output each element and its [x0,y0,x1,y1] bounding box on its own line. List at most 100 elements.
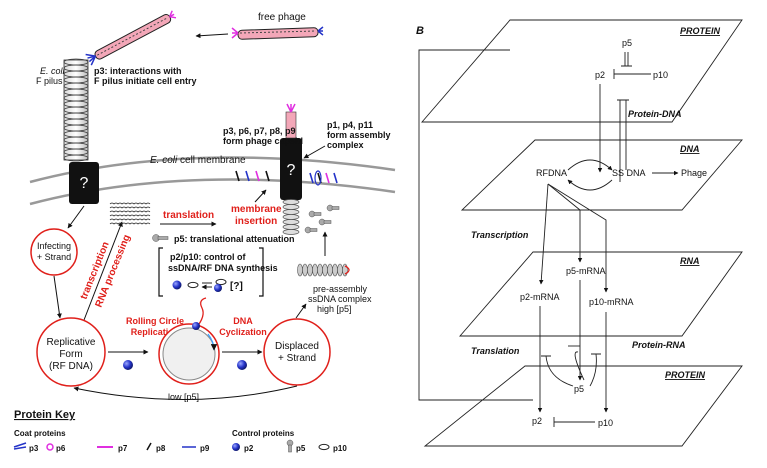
assembly-note-2: form assembly [327,130,391,140]
membrane-insertion-1: membrane [231,204,282,215]
key-p7: p7 [97,444,128,453]
rolling-circle-2: Replication [131,327,180,337]
coat-proteins-title: Coat proteins [14,429,66,438]
rfdna-label: RFDNA [536,168,567,178]
key-p6: p6 [46,443,66,453]
p10-bottom: p10 [598,418,613,428]
plane-protein-top [421,19,743,123]
protein-rna-label: Protein-RNA [632,340,686,350]
displaced-strand-circle [263,318,331,386]
p10-inhibits-p2-bottom [553,417,595,427]
p5-inhibit-top [621,52,632,67]
svg-text:p5: p5 [296,444,306,453]
p5-inhibit-ssdna [617,99,629,182]
svg-text:p10: p10 [333,444,347,453]
dna-cyclization-2: Cyclization [219,327,267,337]
svg-text:p6: p6 [56,444,66,453]
f-pilus-icon [63,58,89,162]
svg-text:p3: p3 [29,444,39,453]
key-p3: p3 [13,442,39,453]
p5-inhibit-p2mrna [541,355,574,387]
key-p9: p9 [182,444,210,453]
p10-inhibits-p2 [613,69,651,79]
rf-label-1: Replicative [47,337,96,348]
plane1-title: PROTEIN [680,26,721,36]
svg-text:p7: p7 [118,444,128,453]
entry-complex-icon [69,162,99,204]
arrow-free-to-bound [195,33,229,39]
svg-text:p2: p2 [244,444,254,453]
key-p5: p5 [286,439,306,453]
capsid-note-1: p3, p6, p7, p8, p9 [223,126,296,136]
rf-label-3: (RF DNA) [49,361,93,372]
arrow-assembly-note [303,145,326,159]
key-p8: p8 [146,442,166,453]
rolling-circle-1: Rolling Circle [126,316,184,326]
plane-rna [459,251,743,337]
dna-cyclization-1: DNA [233,316,253,326]
svg-text:p9: p9 [200,444,210,453]
p5-bottom: p5 [574,384,584,394]
p3-note-1: p3: interactions with [94,66,182,76]
arrow-infecting-to-rf [53,275,62,319]
protein-dna-label: Protein-DNA [628,109,682,119]
pilus-label-1: E. coli [40,66,66,76]
p10-top: p10 [653,70,668,80]
p2-ball-2 [237,360,247,370]
control-equilibrium-icon [172,278,227,292]
infecting-label-2: + Strand [37,252,71,262]
capsid-note-2: form phage capsid [223,136,303,146]
plane-dna [460,139,743,211]
preassembly-1: pre-assembly [313,284,368,294]
free-phage-label: free phage [258,12,306,23]
p2-bottom: p2 [532,416,542,426]
p10-mrna-label: p10-mRNA [589,297,634,307]
preassembly-3: high [p5] [317,304,352,314]
assembly-complex-icon: ? [280,103,302,235]
control-proteins-title: Control proteins [232,429,295,438]
rf-label-2: Form [59,349,82,360]
rolling-circle-icon [158,297,220,385]
key-p10: p10 [318,443,347,453]
translation-label: translation [163,210,214,221]
left-panel: free phage E. coli F pilus p3: interacti… [13,10,396,453]
mrna-squiggles [109,202,151,225]
p5-note: p5: translational attenuation [174,234,295,244]
rf-to-p2mrna [539,183,549,285]
plane2-title: DNA [680,144,700,154]
rf-to-p5mrna [547,183,583,263]
rf-to-p10mrna [547,183,609,293]
p2p10-note-1: p2/p10: control of [170,252,247,262]
p5-icon [152,234,169,242]
rf-to-ss-arc [567,159,613,171]
feedback-line [418,49,533,401]
p2p10-note-2: ssDNA/RF DNA synthesis [168,263,278,273]
transcription-label-right: Transcription [471,230,529,240]
rf-dna-circle [36,317,106,387]
preassembly-2: ssDNA complex [308,294,372,304]
ss-to-rf-arc [567,179,613,191]
key-p2: p2 [232,443,254,453]
arrow-displaced-to-rf [73,385,298,400]
arrow-membrane-insertion [254,189,267,203]
displaced-label-1: Displaced [275,341,319,352]
p5-mrna-label: p5-mRNA [566,266,606,276]
translation-label-right: Translation [471,346,520,356]
membrane-coat-proteins [235,170,338,186]
protein-key-title: Protein Key [14,409,76,421]
infecting-label-1: Infecting [37,241,71,251]
assembly-note-1: p1, p4, p11 [327,120,373,130]
p3-note-2: F pilus initiate cell entry [94,76,197,86]
p2-ball-1 [123,360,133,370]
svg-text:p8: p8 [156,444,166,453]
membrane-insertion-2: insertion [235,216,277,227]
preassembly-complex-icon [297,263,350,277]
ssdna-label: SS DNA [612,168,646,178]
displaced-label-2: + Strand [278,353,316,364]
control-bracket [158,247,264,297]
p2-mrna-label: p2-mRNA [520,292,560,302]
right-panel: B PROTEIN DNA RNA PROTEIN p5 p2 p10 Prot… [416,19,743,447]
plane3-title: RNA [680,256,700,266]
p5-scatter [304,204,340,234]
